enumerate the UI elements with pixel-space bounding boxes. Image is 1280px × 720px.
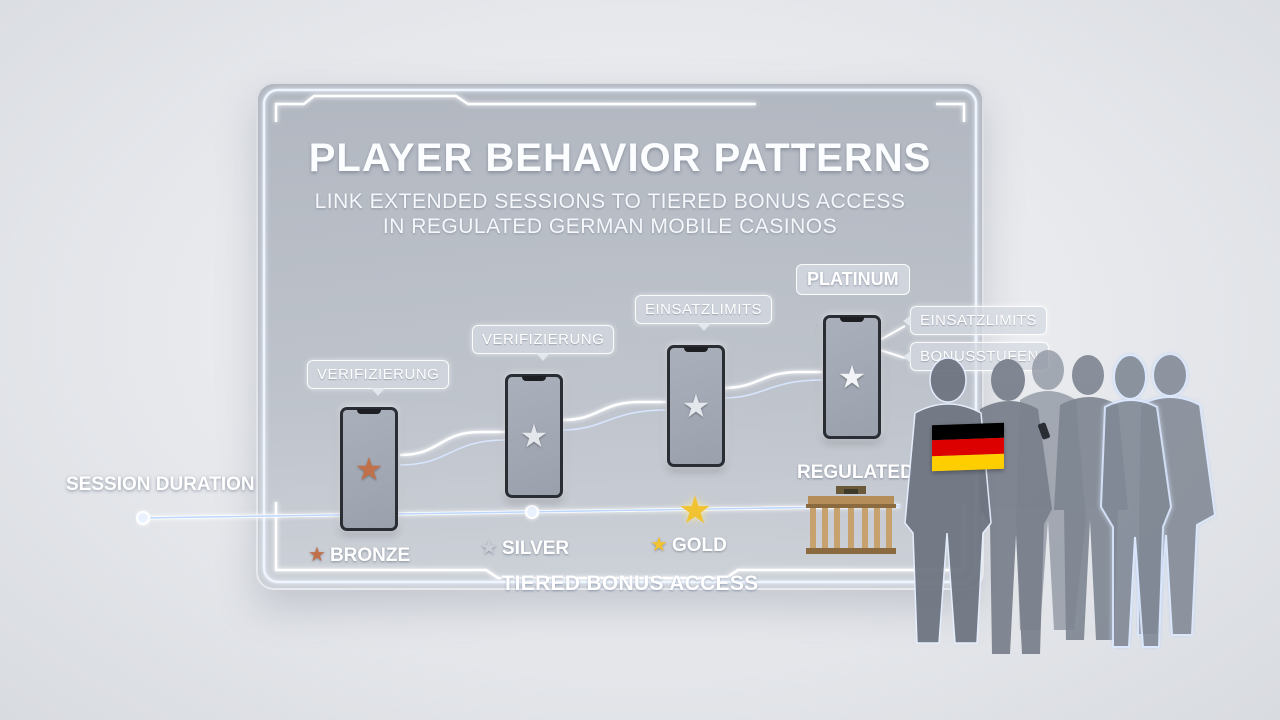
callout-gold: EINSATZLIMITS [635, 295, 773, 331]
page-title: PLAYER BEHAVIOR PATTERNS [308, 136, 932, 180]
star-icon: ★ [308, 544, 326, 566]
phone-gold: ★ [667, 345, 725, 467]
tier-gold: ★GOLD [650, 534, 727, 556]
brandenburg-gate-icon [806, 486, 896, 554]
callout-bronze: VERIFIZIERUNG [307, 360, 450, 396]
platinum-label: PLATINUM [796, 264, 910, 295]
subtitle-line-1: LINK EXTENDED SESSIONS TO TIERED BONUS A… [314, 190, 906, 213]
phone-silver: ★ [505, 374, 563, 498]
subtitle-line-2: IN REGULATED GERMAN MOBILE CASINOS [382, 215, 838, 238]
tier-silver: ★SILVER [480, 537, 570, 559]
regulated-label: REGULATED [797, 462, 914, 483]
people-group-illustration [904, 350, 1217, 654]
german-flag-icon [932, 422, 1004, 472]
star-icon: ★ [837, 359, 867, 395]
tier-bronze: ★BRONZE [308, 544, 411, 566]
phone-platinum: ★ [823, 315, 881, 439]
star-icon: ★ [650, 534, 668, 556]
callout-silver: VERIFIZIERUNG [472, 325, 615, 361]
star-icon: ★ [354, 451, 384, 487]
star-icon: ★ [681, 388, 711, 424]
star-icon: ★ [480, 537, 498, 559]
callout-platinum-limits: EINSATZLIMITS [902, 306, 1048, 335]
session-duration-label: SESSION DURATION [66, 474, 255, 495]
gold-star-icon: ★ [678, 490, 713, 532]
phone-bronze: ★ [340, 407, 398, 531]
tiered-bonus-label: TIERED BONUS ACCESS [501, 572, 759, 595]
star-icon: ★ [519, 418, 549, 454]
